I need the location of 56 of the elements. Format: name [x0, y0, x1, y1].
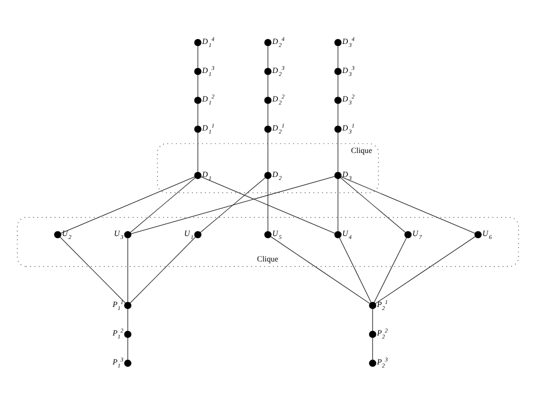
connector [127, 337, 128, 360]
node-circle [194, 172, 202, 180]
node-circle [334, 96, 342, 104]
node-circle [264, 172, 272, 180]
node-label: U$_{3}$ [114, 228, 124, 241]
node-circle [334, 126, 342, 133]
connector [130, 177, 196, 233]
node-label: U$_{5}$ [272, 228, 282, 241]
node-circle [194, 126, 202, 133]
connector [340, 177, 406, 233]
connector [374, 237, 407, 303]
node-circle [124, 231, 132, 238]
node-circle [264, 96, 272, 104]
node-label: U$_{7}$ [412, 228, 422, 241]
node-circle [194, 38, 202, 46]
node-circle [264, 38, 272, 46]
node-circle [124, 302, 132, 310]
node-circle [334, 172, 342, 180]
node-circle [474, 231, 482, 238]
connector [130, 236, 196, 304]
node-circle [404, 231, 412, 238]
node-circle [124, 330, 132, 338]
connector [127, 238, 128, 302]
node-circle [369, 330, 376, 338]
connector [270, 236, 370, 304]
connector [60, 236, 126, 304]
connector [375, 236, 476, 304]
node-circle [334, 231, 342, 238]
node-circle [194, 231, 202, 238]
connector [130, 176, 335, 234]
node-circle [264, 231, 272, 238]
node-circle [334, 68, 342, 76]
node-circle [369, 360, 376, 367]
node-label: U$_{1}$ [184, 228, 194, 241]
node-label: D$_{3}$ [342, 170, 352, 182]
node-label: U$_{2}$ [62, 228, 72, 241]
node-circle [264, 68, 272, 76]
node-circle [54, 231, 62, 238]
node-label: D$_{2}$ [272, 170, 282, 182]
connector [372, 337, 373, 360]
node-circle [194, 68, 202, 76]
node-circle [124, 360, 132, 367]
connector [372, 308, 373, 332]
connector [340, 176, 476, 234]
node-label: U$_{6}$ [482, 228, 492, 241]
connector [60, 176, 195, 234]
connector [200, 177, 266, 233]
node-label: D$_{1}$ [202, 170, 212, 182]
node-circle [264, 126, 272, 133]
node-label: U$_{4}$ [342, 228, 352, 241]
connector [127, 308, 128, 332]
node-circle [334, 38, 342, 46]
node-circle [369, 302, 376, 310]
node-circle [194, 96, 202, 104]
connector [339, 237, 372, 303]
connector [200, 176, 336, 234]
